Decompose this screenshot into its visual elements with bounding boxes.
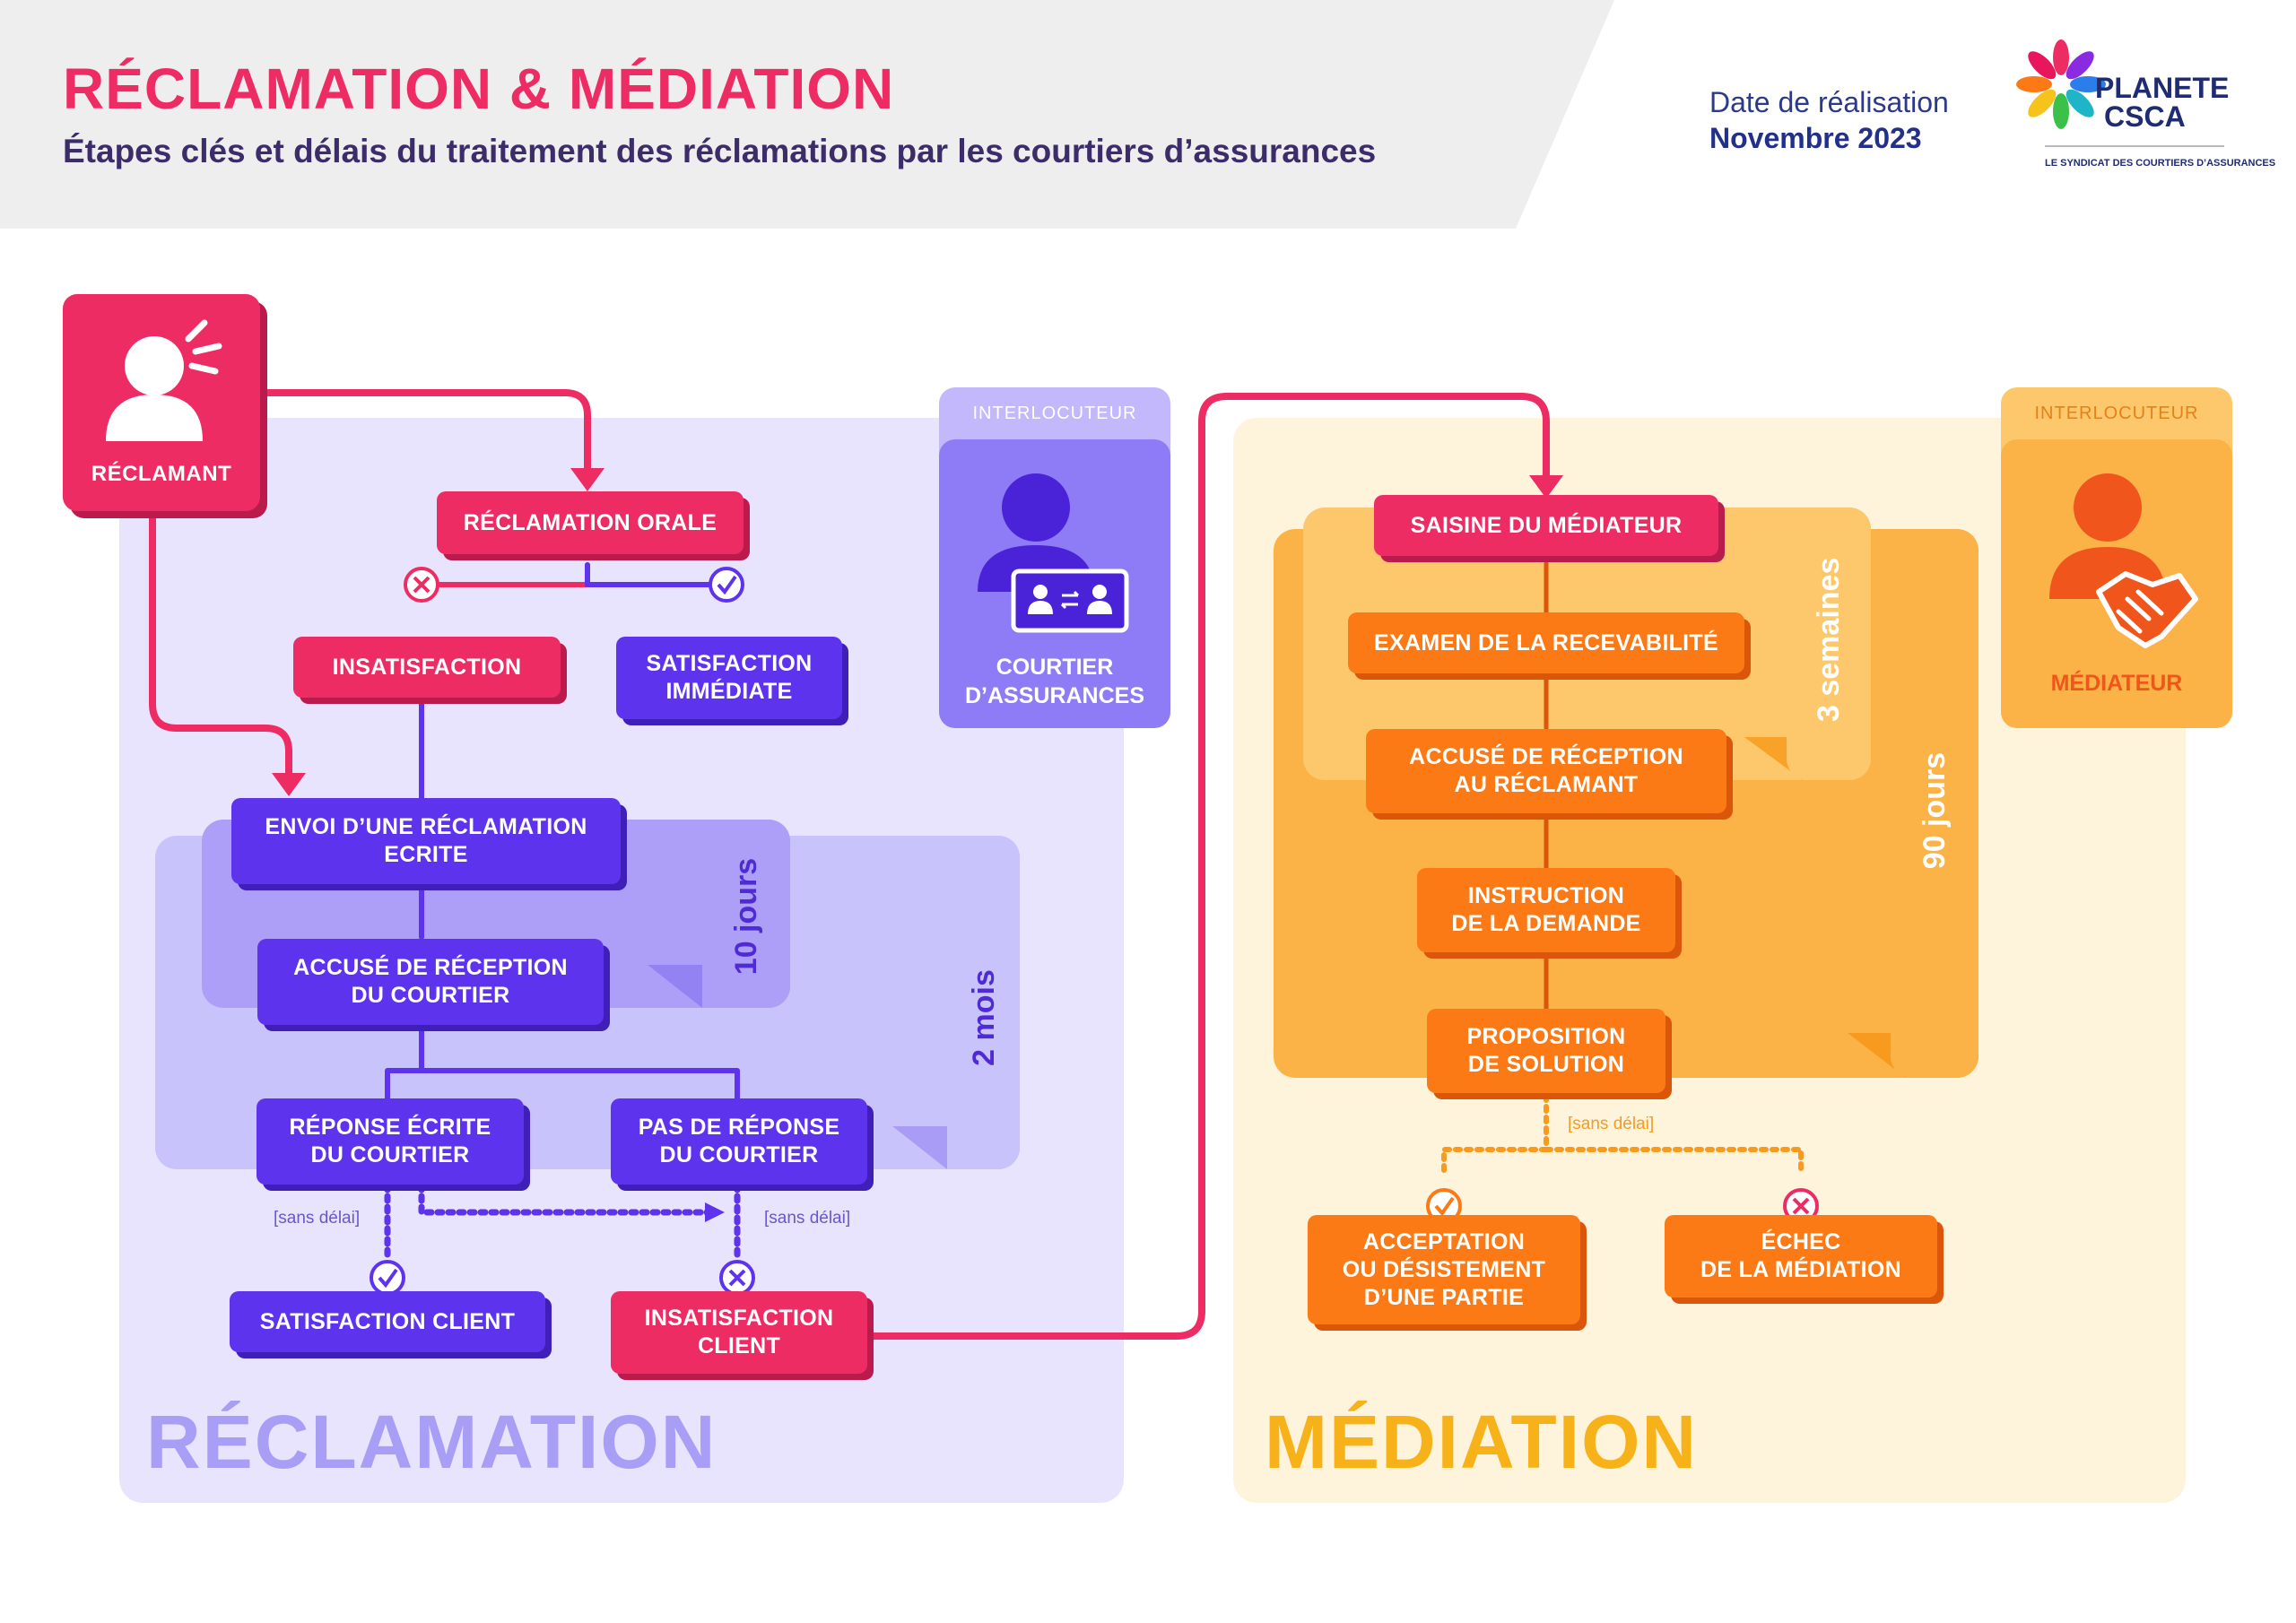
- mediation-section-label: MÉDIATION: [1265, 1400, 1699, 1484]
- logo-tagline: LE SYNDICAT DES COURTIERS D’ASSURANCES: [2045, 158, 2276, 169]
- box-proposition-solution: PROPOSITION DE SOLUTION: [1427, 1009, 1665, 1093]
- box-pas-de-reponse-courtier: PAS DE RÉPONSE DU COURTIER: [611, 1098, 867, 1185]
- interlocuteur-mediateur-label: INTERLOCUTEUR: [2034, 404, 2199, 423]
- box-examen-recevabilite: EXAMEN DE LA RECEVABILITÉ: [1348, 612, 1744, 673]
- box-insatisfaction-client: INSATISFACTION CLIENT: [611, 1291, 867, 1374]
- note-sans-delai-2: [sans délai]: [764, 1209, 851, 1228]
- box-reclamation-orale: RÉCLAMATION ORALE: [437, 491, 744, 554]
- date-label: Date de réalisation: [1709, 86, 1949, 118]
- logo-name: PLANETE CSCA: [2095, 74, 2229, 131]
- box-insatisfaction: INSATISFACTION: [293, 637, 561, 698]
- logo-line2: CSCA: [2104, 100, 2186, 133]
- box-reponse-ecrite-courtier: RÉPONSE ÉCRITE DU COURTIER: [257, 1098, 524, 1185]
- box-instruction-demande: INSTRUCTION DE LA DEMANDE: [1417, 868, 1675, 952]
- box-satisfaction-client: SATISFACTION CLIENT: [230, 1291, 545, 1352]
- box-envoi-reclamation-ecrite: ENVOI D’UNE RÉCLAMATION ECRITE: [231, 798, 621, 884]
- box-acceptation-desistement: ACCEPTATION OU DÉSISTEMENT D’UNE PARTIE: [1308, 1215, 1580, 1324]
- page-subtitle: Étapes clés et délais du traitement des …: [63, 133, 1377, 169]
- interlocuteur-courtier-name: COURTIER D’ASSURANCES: [964, 655, 1145, 708]
- interlocuteur-mediateur-name: MÉDIATEUR: [2050, 671, 2183, 696]
- box-accuse-reception-courtier: ACCUSÉ DE RÉCEPTION DU COURTIER: [257, 939, 604, 1025]
- check-marker-icon: [709, 567, 744, 603]
- note-sans-delai-1: [sans délai]: [274, 1209, 361, 1228]
- page-title: RÉCLAMATION & MÉDIATION: [63, 56, 895, 121]
- date-value: Novembre 2023: [1709, 122, 1922, 154]
- note-sans-delai-mediation: [sans délai]: [1568, 1115, 1655, 1133]
- box-echec-mediation: ÉCHEC DE LA MÉDIATION: [1665, 1215, 1937, 1298]
- header-background: [0, 0, 1614, 229]
- reclamant-label: RÉCLAMANT: [91, 462, 232, 486]
- cross-marker-icon: [404, 567, 439, 603]
- interlocuteur-courtier-label: INTERLOCUTEUR: [972, 404, 1137, 423]
- logo-line1: PLANETE: [2095, 72, 2230, 104]
- box-satisfaction-immediate: SATISFACTION IMMÉDIATE: [616, 637, 842, 719]
- box-accuse-reception-reclamant: ACCUSÉ DE RÉCEPTION AU RÉCLAMANT: [1366, 729, 1726, 813]
- box-saisine-mediateur: SAISINE DU MÉDIATEUR: [1374, 495, 1718, 556]
- reclamation-section-label: RÉCLAMATION: [146, 1400, 718, 1484]
